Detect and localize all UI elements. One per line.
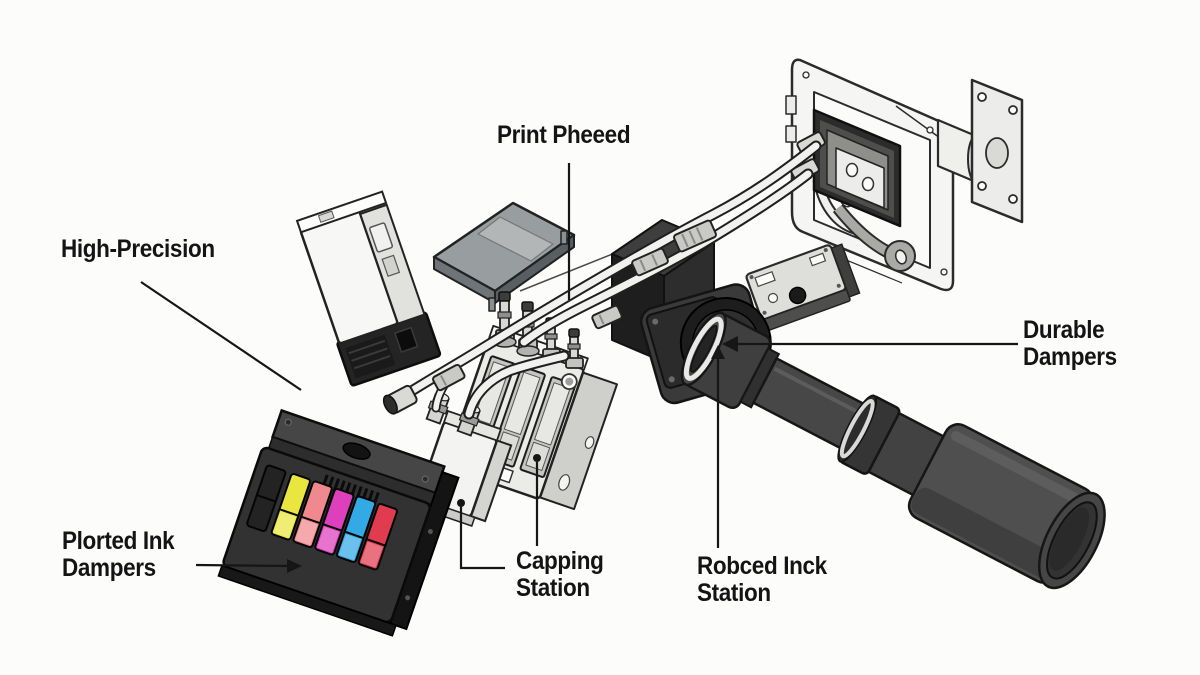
arrow-plorted <box>287 559 302 573</box>
label-durable-line2: Dampers <box>1023 343 1117 371</box>
arrow-robced <box>711 345 725 359</box>
frame-screw <box>940 268 948 276</box>
ink-damper-unit <box>217 408 460 637</box>
label-durable-dampers: Durable Dampers <box>1023 317 1117 371</box>
arrow-durable <box>722 336 738 352</box>
label-capping-line1: Capping <box>516 547 604 575</box>
leader-lines <box>140 163 1018 570</box>
label-plorted-ink-dampers: Plorted Ink Dampers <box>62 527 175 582</box>
tube-end-cap <box>382 384 418 415</box>
printhead-cover <box>432 201 576 312</box>
label-high-precision: High-Precision <box>61 236 215 263</box>
label-print-head-text: Print Pheeed <box>497 121 631 149</box>
ink-slot-red <box>357 503 398 571</box>
label-plorted-line2: Dampers <box>62 554 156 582</box>
leader-capping-a <box>459 507 505 570</box>
label-robced-line2: Station <box>697 579 771 607</box>
tube-connectors <box>382 219 717 415</box>
printhead-plate <box>812 108 902 228</box>
frame-screw <box>926 126 934 134</box>
valve <box>565 328 584 369</box>
cover-peg <box>488 297 496 312</box>
damper-ring-highlight <box>683 316 724 381</box>
label-capping-line2: Station <box>516 574 590 602</box>
frame-screw <box>802 71 810 79</box>
leader-plorted <box>195 563 289 568</box>
label-plorted-line1: Plorted Ink <box>62 527 175 555</box>
leader-markers <box>287 336 738 573</box>
label-robced-ink-station: Robced Inck Station <box>697 553 827 607</box>
ink-slot-magenta <box>314 488 355 556</box>
pump-unit <box>295 190 442 387</box>
label-capping-station: Capping Station <box>516 547 604 602</box>
leader-high-precision <box>140 281 302 391</box>
access-plate <box>745 243 861 332</box>
mounting-flange <box>936 78 1024 224</box>
cover-peg <box>560 230 568 245</box>
label-robced-line1: Robced Inck <box>697 552 827 580</box>
leader-dot-capping-a <box>457 499 465 507</box>
label-high-precision-text: High-Precision <box>61 235 215 263</box>
ink-slot-yellow <box>270 473 311 541</box>
ink-slot-salmon <box>292 480 333 548</box>
label-print-head: Print Pheeed <box>497 121 631 149</box>
ink-slot-cyan <box>336 495 377 563</box>
roller-assembly <box>680 311 1106 590</box>
plate-knob <box>788 286 807 305</box>
label-durable-line1: Durable <box>1023 316 1105 344</box>
leader-dot-capping-b <box>533 454 541 462</box>
